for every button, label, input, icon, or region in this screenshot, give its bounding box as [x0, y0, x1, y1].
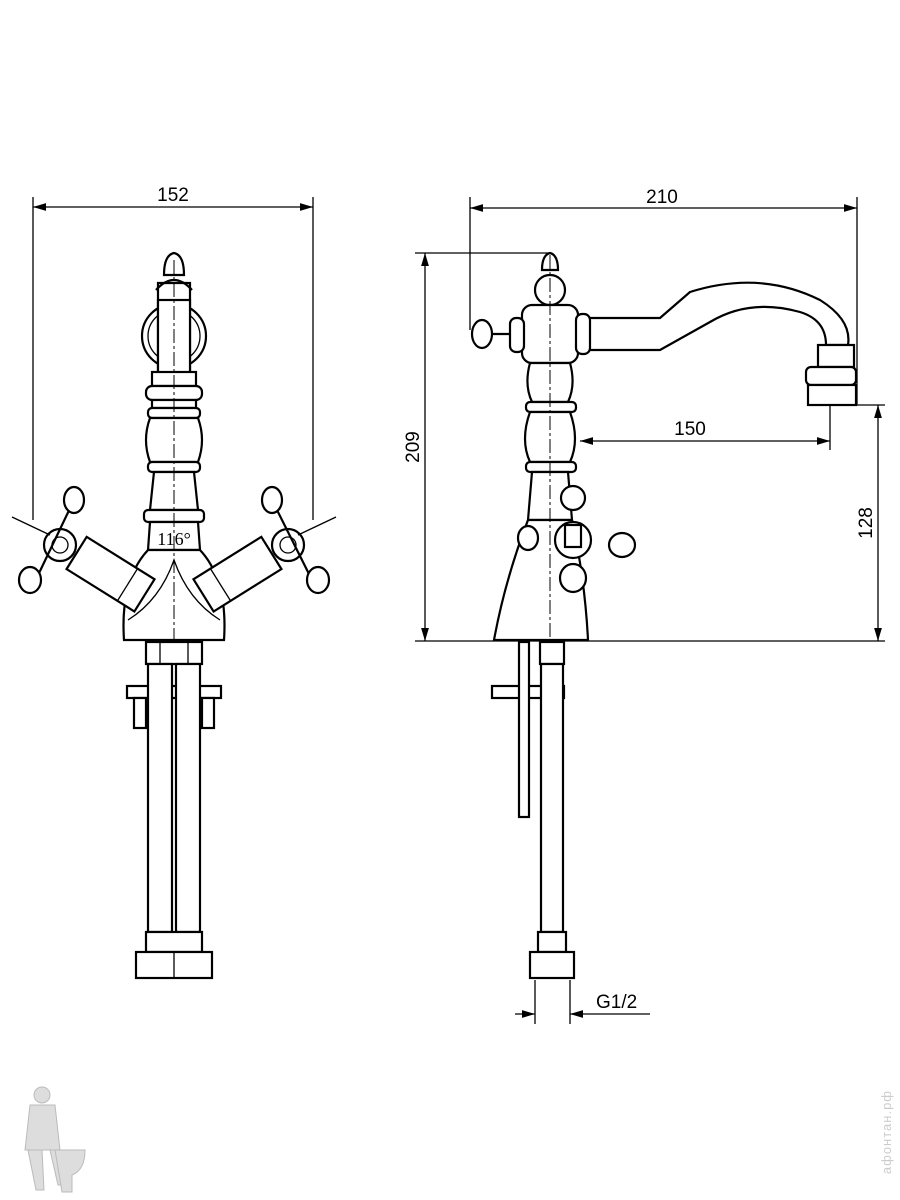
dimension-152: 152: [32, 185, 314, 520]
watermark: афонтан.рф: [879, 1090, 894, 1175]
dimension-label: 152: [157, 185, 189, 206]
dimension-label: 150: [674, 419, 706, 440]
dimension-209: 209: [403, 252, 885, 642]
dimension-thread: G1/2: [515, 980, 650, 1024]
dimension-label: 210: [646, 187, 678, 208]
cross-handle-right: [260, 485, 337, 595]
cross-handle-side: [516, 484, 637, 594]
cross-handle-left: [11, 485, 86, 595]
dimension-150: 150: [580, 400, 831, 450]
dimension-128: 128: [835, 404, 885, 641]
thread-label: G1/2: [596, 992, 637, 1013]
dimension-label: 209: [403, 431, 424, 463]
dimension-label: 128: [856, 507, 877, 539]
dimension-210: 210: [469, 187, 858, 405]
front-view: 152 116°: [11, 185, 337, 980]
side-view: 210 209 150 128: [403, 187, 885, 1024]
plumber-mascot-logo: [24, 1086, 86, 1193]
